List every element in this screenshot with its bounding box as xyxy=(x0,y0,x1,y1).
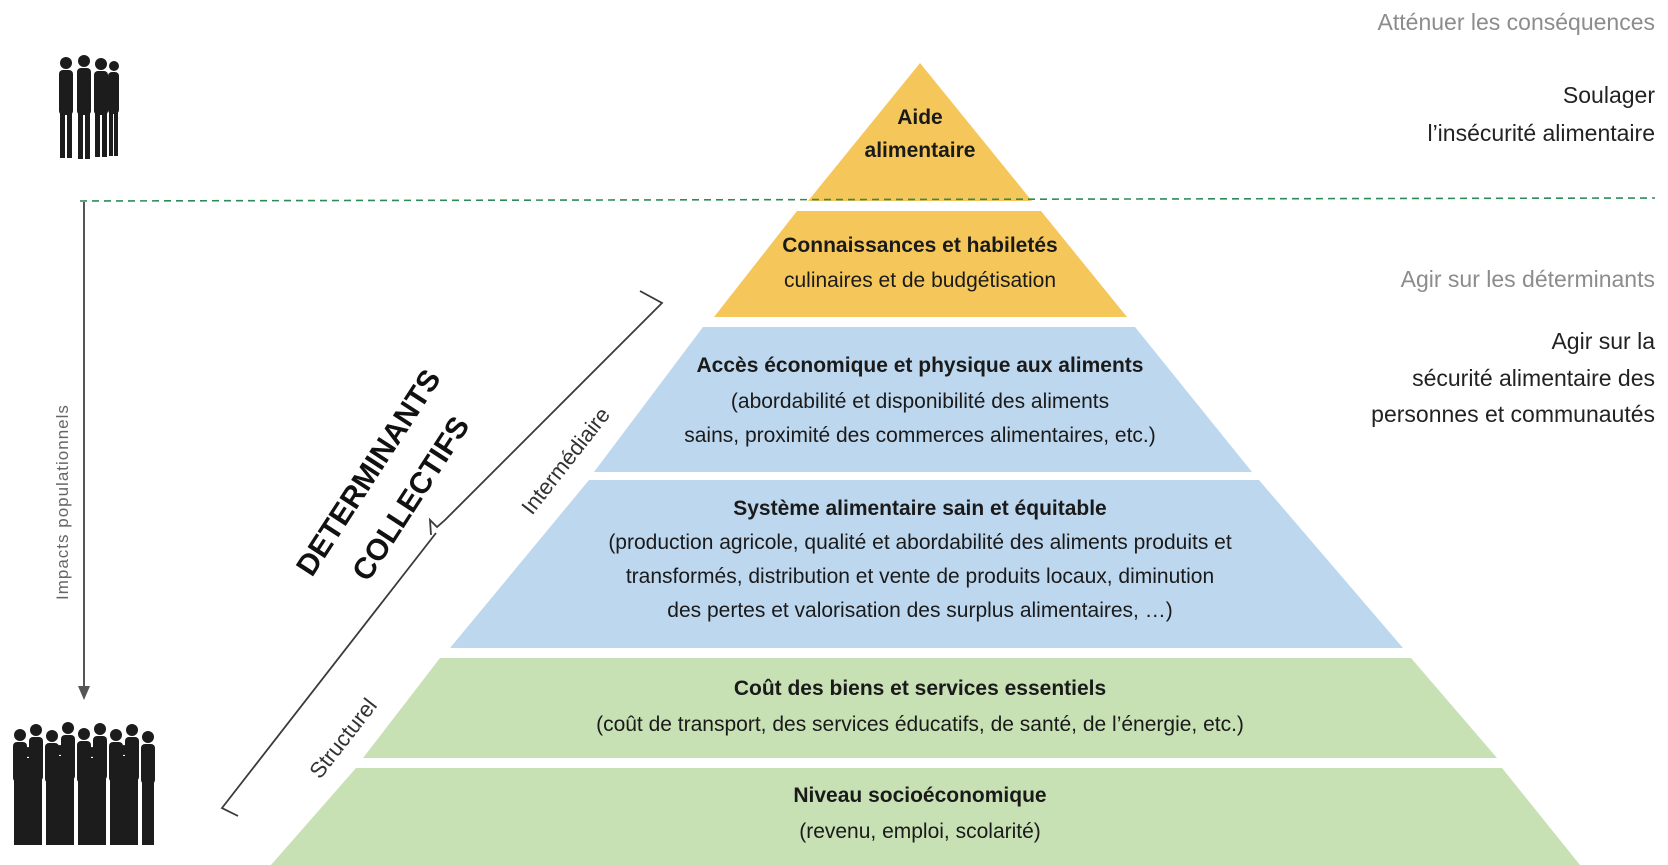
right-heading-agir: Agir sur les déterminants xyxy=(1401,266,1655,292)
level-3-sub-line: (abordabilité et disponibilité des alime… xyxy=(731,390,1109,413)
level-3-sub-line: sains, proximité des commerces alimentai… xyxy=(684,424,1156,447)
level-aide-alimentaire xyxy=(808,63,1032,201)
level-5-title: Coût des biens et services essentiels xyxy=(734,677,1106,700)
impacts-arrow-head-icon xyxy=(78,686,90,700)
bracket-intermediaire xyxy=(428,290,664,536)
large-crowd-icon xyxy=(13,722,155,845)
right-line: sécurité alimentaire des xyxy=(1412,365,1655,391)
level-connaissances xyxy=(714,211,1127,317)
level-6-title: Niveau socioéconomique xyxy=(793,784,1046,807)
level-acces xyxy=(594,327,1252,472)
right-line: l’insécurité alimentaire xyxy=(1427,120,1655,146)
level-1-title: Aide xyxy=(897,106,943,129)
level-4-sub-line: transformés, distribution et vente de pr… xyxy=(626,565,1214,588)
level-4-title: Système alimentaire sain et équitable xyxy=(733,497,1107,520)
level-systeme xyxy=(450,480,1403,648)
right-line: Soulager xyxy=(1563,82,1655,108)
level-3-title: Accès économique et physique aux aliment… xyxy=(697,354,1144,377)
level-2-title: Connaissances et habiletés xyxy=(782,234,1057,257)
level-6-sub-line: (revenu, emploi, scolarité) xyxy=(799,820,1041,843)
right-heading-attenuer: Atténuer les conséquences xyxy=(1378,9,1655,35)
right-line: personnes et communautés xyxy=(1371,401,1655,427)
level-4-sub-line: (production agricole, qualité et abordab… xyxy=(608,531,1232,554)
level-2-sub-line: culinaires et de budgétisation xyxy=(784,269,1056,292)
impacts-label: Impacts populationnels xyxy=(53,404,72,600)
dashed-separator xyxy=(79,197,1656,202)
bracket-structurel xyxy=(220,532,437,817)
level-niveau xyxy=(271,768,1580,865)
level-5-sub-line: (coût de transport, des services éducati… xyxy=(596,713,1244,736)
level-cout xyxy=(363,658,1497,758)
right-line: Agir sur la xyxy=(1551,328,1655,354)
level-1-subtitle: alimentaire xyxy=(865,139,976,162)
small-crowd-icon xyxy=(59,55,119,159)
level-4-sub-line: des pertes et valorisation des surplus a… xyxy=(667,599,1172,622)
